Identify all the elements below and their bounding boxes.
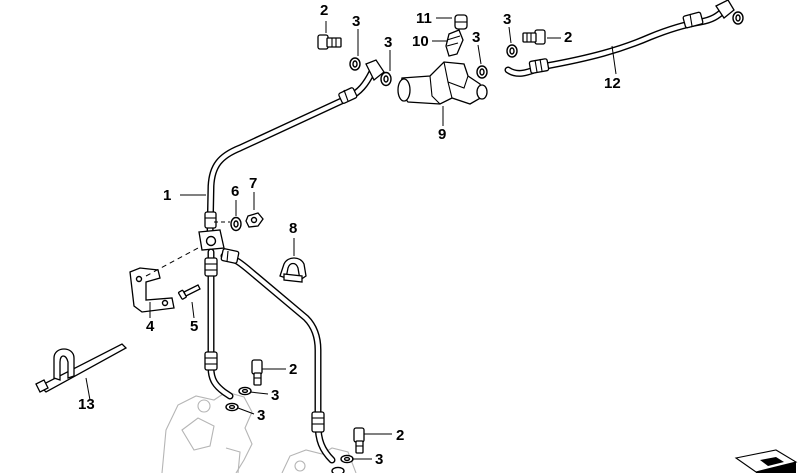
nut [245, 212, 264, 228]
callout-1: 1 [163, 187, 171, 204]
caliper-outline-right [281, 447, 357, 473]
sealing-ring [238, 386, 252, 396]
banjo-bolt [317, 34, 342, 50]
banjo-bolt [522, 29, 546, 45]
brake-line-right-lower [220, 248, 336, 464]
sealing-ring [732, 11, 744, 25]
alignment-dashed-line [145, 247, 199, 277]
callout-3: 3 [472, 29, 480, 46]
sealing-ring [349, 57, 361, 71]
banjo-bolt [353, 427, 365, 454]
brake-line-left-lower [204, 248, 234, 400]
caliper-mount-cap [365, 59, 385, 82]
callout-7: 7 [249, 175, 257, 192]
callout-5: 5 [190, 318, 198, 335]
sealing-ring [340, 454, 354, 464]
leader-lines [85, 17, 617, 460]
brake-hose-right [504, 0, 735, 77]
bleeder-cap [454, 14, 468, 30]
caliper-outline-left [161, 391, 253, 473]
sealing-ring [331, 466, 345, 473]
callout-4: 4 [146, 318, 155, 335]
bleeder-screw [445, 29, 464, 57]
callout-2: 2 [289, 361, 297, 378]
callout-11: 11 [416, 10, 432, 27]
banjo-bolt [251, 359, 263, 386]
callout-6: 6 [231, 183, 239, 200]
callout-3: 3 [375, 451, 383, 468]
hose-clip [279, 257, 307, 283]
tee-fitting [198, 229, 225, 251]
strap-clip [35, 343, 128, 393]
callout-3: 3 [503, 11, 511, 28]
callout-2: 2 [320, 2, 328, 19]
callout-13: 13 [78, 396, 95, 413]
callout-labels: 1 2 3 3 11 10 3 3 2 12 9 6 7 8 4 5 13 2 … [78, 2, 621, 468]
mounting-bolt [177, 284, 201, 300]
callout-8: 8 [289, 220, 297, 237]
callout-2: 2 [564, 29, 572, 46]
callout-2: 2 [396, 427, 404, 444]
catalog-logo [734, 449, 798, 473]
distribution-block [397, 61, 488, 105]
washer [230, 216, 242, 232]
callout-10: 10 [412, 33, 429, 50]
brake-line-main [204, 68, 376, 240]
callout-3: 3 [384, 34, 392, 51]
callout-3: 3 [352, 13, 360, 30]
sealing-ring [380, 71, 392, 87]
callout-12: 12 [604, 75, 621, 92]
callout-3: 3 [271, 387, 279, 404]
sealing-ring [476, 65, 488, 79]
sealing-ring [225, 402, 239, 412]
mounting-bracket [129, 267, 175, 313]
callout-9: 9 [438, 126, 446, 143]
callout-3: 3 [257, 407, 265, 424]
sealing-ring [506, 44, 518, 58]
